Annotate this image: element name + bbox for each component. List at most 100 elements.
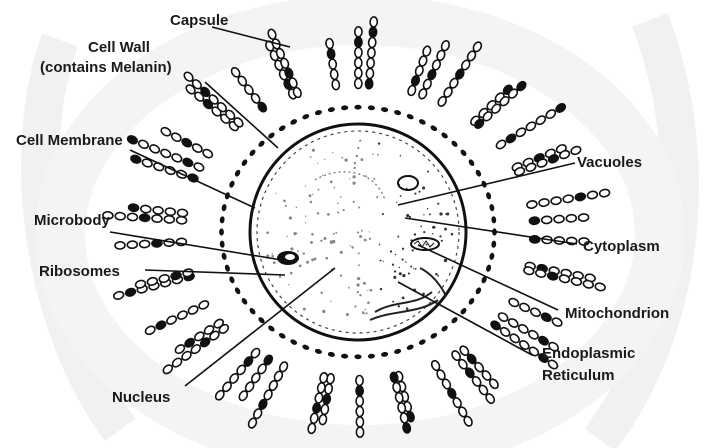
endoplasmic-reticulum-organelle bbox=[370, 268, 446, 320]
capsule-bead bbox=[356, 427, 363, 437]
capsule-bead bbox=[198, 299, 210, 310]
cytoplasm-dot bbox=[383, 261, 384, 262]
cytoplasm-dot bbox=[290, 272, 293, 275]
cytoplasm-dot bbox=[334, 187, 336, 189]
cytoplasm-dot bbox=[358, 252, 360, 254]
label-mitochondrion: Mitochondrion bbox=[565, 305, 669, 322]
cytoplasm-dot bbox=[402, 259, 404, 261]
capsule-bead bbox=[355, 47, 362, 57]
cell-wall-dot bbox=[418, 118, 427, 126]
cell-wall-dot bbox=[475, 286, 483, 295]
cell-wall-dot bbox=[341, 105, 349, 110]
cell-wall-dot bbox=[459, 148, 467, 157]
cytoplasm-dot bbox=[330, 180, 333, 183]
cytoplasm-dot bbox=[353, 167, 355, 169]
cytoplasm-dot bbox=[432, 233, 433, 234]
cytoplasm-dot bbox=[406, 214, 409, 217]
capsule-bead bbox=[356, 417, 363, 427]
cytoplasm-dot bbox=[266, 231, 269, 234]
cytoplasm-dot bbox=[324, 159, 325, 160]
cytoplasm-dot bbox=[395, 254, 397, 256]
cytoplasm-dot bbox=[402, 248, 404, 250]
cytoplasm-dot bbox=[346, 313, 349, 316]
cytoplasm-dot bbox=[378, 142, 380, 144]
cytoplasm-dot bbox=[423, 231, 425, 233]
cell-wall-dot bbox=[429, 124, 438, 132]
label-ribosomes: Ribosomes bbox=[39, 263, 120, 280]
cell-wall-dot bbox=[327, 351, 335, 357]
cytoplasm-dot bbox=[379, 244, 381, 246]
cytoplasm-dot bbox=[320, 292, 322, 294]
cell-wall-dot bbox=[219, 240, 224, 248]
cytoplasm-dot bbox=[351, 246, 354, 249]
cytoplasm-dot bbox=[341, 157, 343, 159]
cell-wall-dot bbox=[327, 107, 335, 113]
cytoplasm-dot bbox=[348, 287, 350, 289]
capsule-bead bbox=[152, 215, 163, 223]
cytoplasm-dot bbox=[367, 290, 368, 291]
capsule-bead bbox=[528, 346, 540, 358]
cytoplasm-dot bbox=[410, 266, 412, 268]
capsule-bead bbox=[566, 214, 577, 222]
capsule-bead bbox=[191, 142, 203, 153]
cytoplasm-dot bbox=[377, 154, 379, 156]
cytoplasm-dot bbox=[357, 277, 360, 280]
capsule-bead bbox=[545, 108, 557, 120]
cell-wall-dot bbox=[406, 344, 414, 351]
capsule-bead bbox=[155, 320, 167, 331]
capsule-bead bbox=[369, 27, 377, 37]
cell-wall-dot bbox=[418, 338, 427, 346]
cell-wall-dot bbox=[406, 113, 414, 120]
capsule-bead bbox=[551, 196, 562, 205]
label-cell-membrane: Cell Membrane bbox=[16, 132, 123, 149]
cytoplasm-dot bbox=[380, 288, 382, 290]
cell-wall-dot bbox=[485, 264, 492, 272]
cytoplasm-dot bbox=[392, 301, 394, 303]
cytoplasm-dot bbox=[288, 284, 289, 285]
capsule-bead bbox=[370, 17, 378, 27]
capsule-bead bbox=[170, 132, 182, 143]
cell-wall-dot bbox=[224, 264, 231, 272]
cytoplasm-dot bbox=[400, 155, 402, 157]
label-cytoplasm: Cytoplasm bbox=[583, 238, 660, 255]
capsule-bead bbox=[187, 304, 199, 315]
capsule-bead bbox=[355, 58, 362, 68]
cytoplasm-dot bbox=[372, 153, 374, 155]
cytoplasm-dot bbox=[296, 207, 298, 209]
cytoplasm-dot bbox=[312, 194, 313, 195]
cytoplasm-dot bbox=[414, 233, 416, 235]
capsule-bead bbox=[355, 27, 362, 37]
cytoplasm-dot bbox=[434, 227, 436, 229]
capsule-bead bbox=[525, 120, 537, 132]
cytoplasm-dot bbox=[364, 283, 366, 285]
cytoplasm-dot bbox=[373, 178, 375, 180]
cell-wall-dot bbox=[341, 353, 349, 358]
capsule-bead bbox=[356, 396, 363, 406]
capsule-bead bbox=[332, 79, 340, 90]
capsule-bead bbox=[126, 134, 138, 145]
capsule-bead bbox=[325, 38, 333, 49]
cell-wall-dot bbox=[278, 332, 287, 340]
label-reticulum: Reticulum bbox=[542, 367, 615, 384]
cytoplasm-dot bbox=[317, 163, 318, 164]
capsule-bead bbox=[355, 78, 362, 88]
cytoplasm-dot bbox=[437, 203, 439, 205]
cytoplasm-dot bbox=[415, 268, 417, 270]
capsule-bead bbox=[327, 48, 335, 59]
cell-wall-dot bbox=[314, 348, 322, 355]
cell-wall-dot bbox=[489, 252, 495, 260]
cell-wall-dot bbox=[468, 158, 476, 167]
cytoplasm-dot bbox=[358, 264, 360, 266]
label-cell-wall-note: (contains Melanin) bbox=[40, 59, 172, 76]
cytoplasm-dot bbox=[359, 140, 361, 142]
cytoplasm-dot bbox=[350, 245, 351, 246]
capsule-bead bbox=[181, 137, 193, 148]
cytoplasm-dot bbox=[409, 216, 411, 218]
capsule-bead bbox=[499, 326, 511, 338]
cytoplasm-dot bbox=[322, 310, 325, 313]
cell-wall-dot bbox=[468, 297, 476, 306]
cytoplasm-dot bbox=[310, 241, 313, 244]
capsule-bead bbox=[505, 133, 517, 145]
